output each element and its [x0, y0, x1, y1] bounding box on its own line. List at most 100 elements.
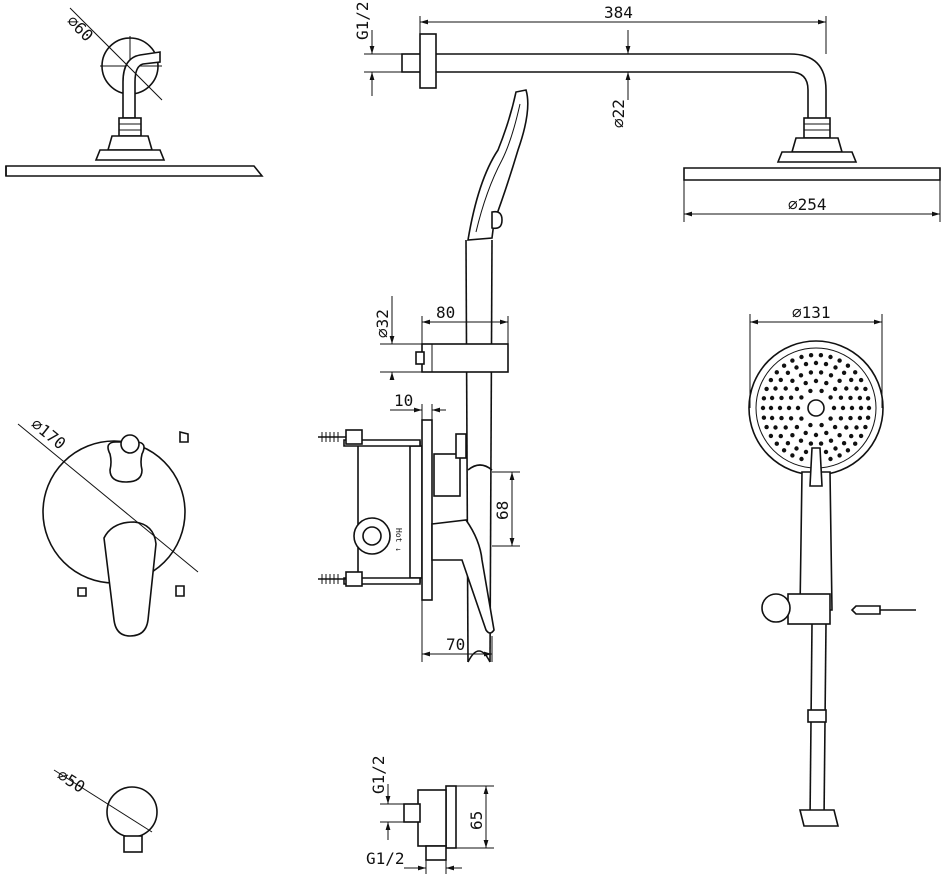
- spray-nozzle: [837, 453, 842, 458]
- spray-nozzle: [857, 395, 863, 401]
- spray-nozzles: [760, 353, 872, 462]
- wall-elbow-front-view: ⌀50: [53, 765, 158, 853]
- spray-nozzle: [808, 422, 813, 428]
- spray-nozzle: [790, 453, 795, 458]
- spray-nozzle: [778, 433, 783, 439]
- spray-nozzle: [813, 432, 819, 438]
- spray-nozzle: [863, 386, 868, 392]
- arm-connection-label: G1/2: [353, 1, 372, 40]
- spray-nozzle: [837, 378, 842, 383]
- spray-nozzle: [818, 370, 824, 375]
- spray-nozzle: [781, 363, 787, 368]
- spray-nozzle: [798, 438, 804, 443]
- spray-nozzle: [865, 396, 871, 401]
- spray-nozzle: [845, 448, 851, 453]
- slider-bracket: [787, 593, 831, 625]
- mixer-front-view: ⌀170: [17, 414, 199, 637]
- marker-pen: [850, 605, 881, 615]
- arm-length-label: 384: [604, 3, 633, 22]
- spray-nozzle: [799, 395, 804, 400]
- spray-nozzle: [803, 380, 808, 386]
- diverter-knob-side: [433, 453, 461, 497]
- handshower-dia-label: ⌀131: [792, 303, 831, 322]
- overhead-head-profile: [5, 165, 264, 177]
- spray-nozzle: [828, 416, 833, 421]
- spray-nozzle: [818, 353, 824, 358]
- spray-nozzle: [761, 396, 767, 401]
- spray-nozzle: [808, 353, 814, 358]
- spray-nozzle: [853, 441, 858, 446]
- spray-nozzle: [778, 377, 783, 383]
- spray-nozzle: [788, 395, 794, 400]
- spray-nozzle: [858, 405, 864, 411]
- spray-nozzle: [774, 441, 779, 446]
- spray-nozzle: [849, 433, 854, 439]
- spray-nozzle: [854, 386, 859, 391]
- spray-nozzle: [849, 377, 854, 383]
- spray-nozzle: [824, 430, 829, 436]
- spray-nozzle: [845, 363, 851, 368]
- spray-nozzle: [760, 405, 766, 411]
- spray-nozzle: [803, 449, 809, 455]
- spray-nozzle: [831, 405, 837, 411]
- overhead-head-dia-label: ⌀254: [788, 195, 827, 214]
- spray-nozzle: [799, 456, 804, 462]
- spray-nozzle: [768, 405, 774, 411]
- spray-nozzle: [838, 395, 844, 400]
- spray-nozzle: [849, 405, 855, 411]
- spray-nozzle: [863, 424, 868, 430]
- spray-nozzle: [768, 433, 774, 439]
- elbow-body: [417, 789, 447, 847]
- elbow-flange-dia-label: ⌀50: [54, 765, 89, 796]
- cover-plate-side: [421, 419, 433, 601]
- spray-nozzle: [764, 424, 769, 430]
- spray-nozzle: [813, 378, 819, 384]
- overhead-head-front: [683, 167, 941, 181]
- spray-nozzle: [790, 378, 795, 383]
- flange-dim-line: [69, 7, 163, 101]
- spray-nozzle: [808, 441, 814, 446]
- mixer-lever-side: [431, 519, 495, 634]
- spray-nozzle: [773, 425, 778, 430]
- spray-nozzle: [828, 395, 833, 400]
- cover-plate-dia-label: ⌀170: [27, 414, 69, 453]
- spray-nozzle: [790, 433, 795, 438]
- arm-tube-top: [436, 53, 827, 120]
- spray-nozzle: [798, 373, 804, 378]
- elbow-flange-front: [106, 786, 158, 838]
- spray-nozzle: [824, 380, 829, 386]
- spray-nozzle: [848, 395, 853, 401]
- spray-nozzle: [823, 361, 829, 367]
- spray-nozzle: [844, 386, 849, 391]
- spray-nozzle: [854, 425, 859, 430]
- spray-nozzle: [769, 395, 775, 401]
- lever-depth-label: 70: [446, 635, 465, 654]
- elbow-outlet-label: G1/2: [366, 849, 405, 868]
- spray-nozzle: [853, 370, 858, 375]
- holder-offset-label: 80: [436, 303, 455, 322]
- spray-nozzle: [828, 354, 833, 360]
- spray-nozzle: [799, 416, 804, 421]
- spray-nozzle: [828, 438, 834, 443]
- spray-nozzle: [857, 415, 863, 421]
- shower-arm-front-view: 384 G1/2 ⌀22 ⌀254: [353, 1, 941, 222]
- spray-nozzle: [794, 386, 800, 392]
- cover-thickness-label: 10: [394, 391, 413, 410]
- handshower-front-view: ⌀131: [748, 303, 916, 827]
- cover-dim-line: [17, 423, 199, 573]
- spray-nozzle: [773, 386, 778, 391]
- spray-nozzle: [785, 370, 791, 375]
- spray-nozzle: [844, 425, 849, 430]
- arm-wall-plate: [419, 33, 437, 89]
- spray-nozzle: [858, 433, 864, 439]
- spray-nozzle: [823, 449, 829, 455]
- spray-nozzle: [837, 358, 842, 363]
- spray-nozzle: [786, 405, 792, 411]
- spray-nozzle: [838, 416, 844, 421]
- spray-nozzle: [788, 416, 794, 421]
- elbow-inlet: [403, 803, 421, 823]
- spray-nozzle: [785, 441, 791, 446]
- hand-shower-holder: [421, 343, 509, 373]
